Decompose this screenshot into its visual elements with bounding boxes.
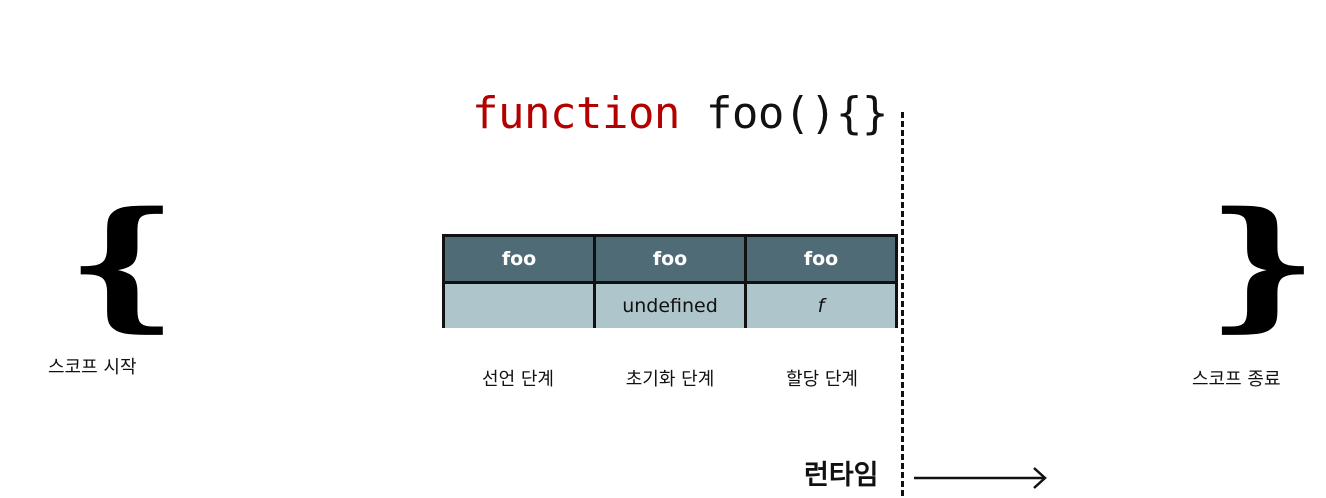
header-cell-initialization: foo <box>593 237 744 281</box>
phase-labels: 선언 단계 초기화 단계 할당 단계 <box>442 368 898 392</box>
scope-open-brace: { <box>66 182 179 346</box>
phase-label-assignment: 할당 단계 <box>786 369 858 390</box>
scope-start-label: 스코프 시작 <box>48 357 137 378</box>
scope-end-label: 스코프 종료 <box>1192 369 1281 390</box>
value-cell-initialization: undefined <box>593 284 744 328</box>
code-snippet: function foo(){} <box>472 86 888 142</box>
scope-close-brace: } <box>1206 182 1319 346</box>
value-cell-declaration <box>445 284 593 328</box>
phase-label-declaration: 선언 단계 <box>482 369 554 390</box>
code-function-name: foo(){} <box>679 88 888 139</box>
table-value-row: undefined f <box>445 281 895 328</box>
table-header-row: foo foo foo <box>445 237 895 281</box>
phase-label-initialization: 초기화 단계 <box>625 369 715 390</box>
runtime-divider-line <box>901 112 904 496</box>
header-cell-assignment: foo <box>744 237 895 281</box>
header-cell-declaration: foo <box>445 237 593 281</box>
runtime-label: 런타임 <box>804 460 879 491</box>
value-cell-assignment: f <box>744 284 895 328</box>
runtime-arrow-icon <box>914 467 1047 489</box>
code-keyword: function <box>472 88 680 139</box>
variable-lifecycle-table: foo foo foo undefined f <box>442 234 898 328</box>
